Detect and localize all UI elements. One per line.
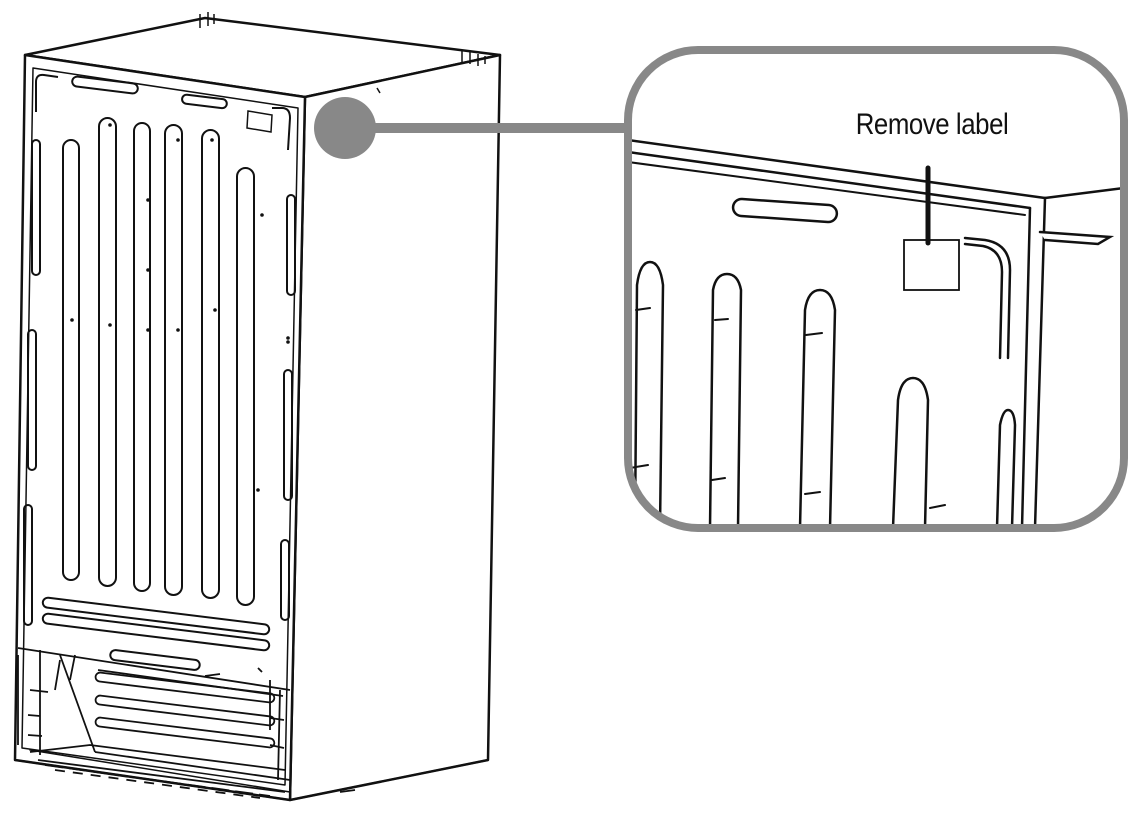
- callout-label: Remove label: [855, 108, 1009, 141]
- callout-detail-view: [624, 46, 1128, 532]
- callout-connector: [314, 97, 632, 159]
- top-marks: [199, 12, 486, 94]
- label-to-remove: [903, 239, 960, 291]
- coil-fasteners: [70, 123, 290, 492]
- bottom-compartment: [17, 647, 356, 799]
- refrigerator-body: [13, 16, 502, 802]
- condenser-coils: [23, 73, 296, 671]
- callout-frame: [624, 46, 1128, 532]
